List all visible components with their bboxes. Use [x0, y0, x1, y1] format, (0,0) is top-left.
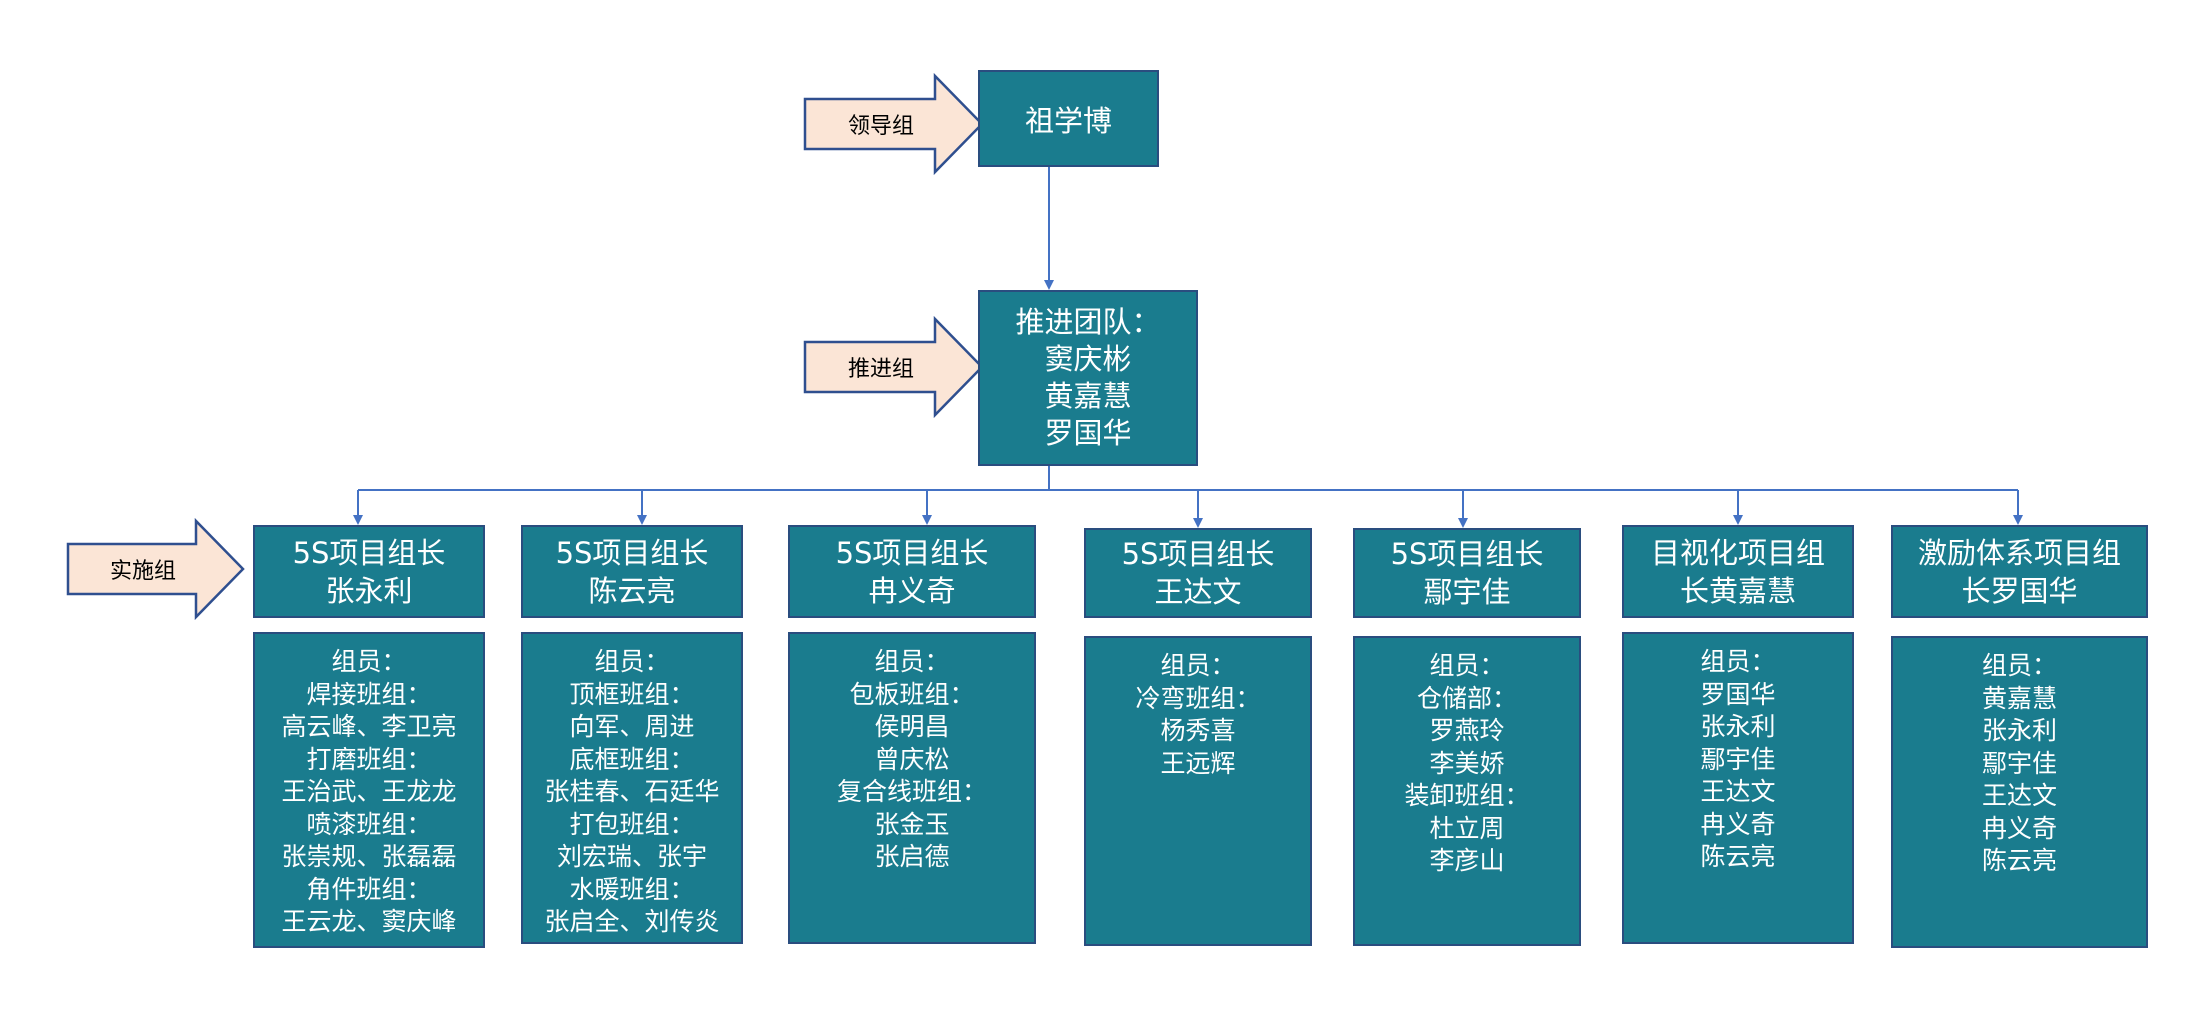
member-line: 罗国华 — [1700, 679, 1776, 709]
member-line: 喷漆班组： — [306, 809, 432, 839]
member-line: 组员： — [874, 647, 950, 676]
project-head-title: 5S项目组长 — [292, 535, 446, 570]
member-line: 组员： — [331, 647, 407, 676]
member-line: 王云龙、窦庆峰 — [281, 907, 457, 936]
member-line: 鄢宇佳 — [1700, 744, 1776, 774]
promote-member: 罗国华 — [1044, 416, 1132, 450]
member-line: 王达文 — [1700, 777, 1776, 806]
project-head-title: 5S项目组长 — [1390, 537, 1544, 571]
member-line: 杜立周 — [1429, 813, 1505, 843]
project-head-box: 5S项目组长 王达文 — [1084, 528, 1312, 618]
project-head-title: 激励体系项目组 — [1917, 535, 2121, 570]
project-head-name: 陈云亮 — [588, 573, 676, 608]
project-head-box: 目视化项目组 长黄嘉慧 — [1622, 525, 1854, 618]
member-line: 焊接班组： — [306, 679, 432, 709]
member-line: 冷弯班组： — [1135, 683, 1261, 713]
member-line: 张崇规、张磊磊 — [281, 842, 457, 871]
leader-label-arrow — [803, 72, 984, 176]
project-head-box: 5S项目组长 陈云亮 — [521, 525, 743, 618]
member-line: 打磨班组： — [306, 744, 432, 774]
project-members-box: 组员： 包板班组： 侯明昌 曾庆松 复合线班组： 张金玉 张启德 — [788, 632, 1036, 944]
member-line: 王治武、王龙龙 — [281, 777, 457, 806]
member-line: 张启德 — [874, 842, 950, 871]
project-head-name: 张永利 — [325, 573, 413, 608]
member-line: 张桂春、石廷华 — [544, 777, 720, 806]
project-head-title: 5S项目组长 — [555, 535, 709, 570]
member-line: 杨秀喜 — [1160, 716, 1236, 745]
leader-group-label: 领导组 — [848, 114, 915, 139]
project-head-name: 冉义奇 — [868, 573, 956, 608]
member-line: 王达文 — [1981, 781, 2057, 810]
member-line: 组员： — [594, 647, 670, 676]
member-line: 水暖班组： — [569, 874, 695, 904]
member-line: 包板班组： — [849, 679, 975, 709]
member-line: 装卸班组： — [1404, 781, 1530, 810]
project-head-box: 5S项目组长 张永利 — [253, 525, 485, 618]
member-line: 张启全、刘传炎 — [544, 907, 720, 936]
member-line: 组员： — [1981, 651, 2057, 680]
member-line: 打包班组： — [569, 809, 695, 839]
member-line: 底框班组： — [569, 744, 695, 774]
member-line: 组员： — [1429, 651, 1505, 680]
member-line: 角件班组： — [306, 874, 432, 904]
member-line: 鄢宇佳 — [1981, 748, 2057, 778]
member-line: 高云峰、李卫亮 — [281, 712, 457, 741]
project-head-name: 长黄嘉慧 — [1679, 573, 1796, 608]
project-members-box: 组员： 焊接班组： 高云峰、李卫亮 打磨班组： 王治武、王龙龙 喷漆班组： 张崇… — [253, 632, 485, 948]
promote-label-arrow — [803, 315, 984, 419]
leader-box: 祖学博 — [978, 70, 1159, 167]
project-head-title: 5S项目组长 — [835, 535, 989, 570]
member-line: 刘宏瑞、张宇 — [556, 842, 707, 871]
member-line: 组员： — [1700, 647, 1776, 676]
member-line: 顶框班组： — [569, 679, 695, 709]
member-line: 向军、周进 — [569, 712, 695, 741]
member-line: 冉义奇 — [1700, 809, 1776, 839]
member-line: 李彦山 — [1429, 846, 1505, 875]
implement-group-label: 实施组 — [110, 559, 177, 584]
member-line: 王远辉 — [1160, 748, 1236, 778]
project-head-name: 王达文 — [1154, 575, 1242, 609]
member-line: 仓储部： — [1416, 683, 1517, 713]
member-line: 张金玉 — [874, 809, 950, 839]
project-head-name: 鄢宇佳 — [1423, 575, 1511, 609]
project-members-box: 组员： 仓储部： 罗燕玲 李美娇 装卸班组： 杜立周 李彦山 — [1353, 636, 1581, 946]
project-members-box: 组员： 罗国华 张永利 鄢宇佳 王达文 冉义奇 陈云亮 — [1622, 632, 1854, 944]
member-line: 张永利 — [1981, 716, 2057, 745]
project-head-title: 5S项目组长 — [1121, 537, 1275, 571]
project-head-title: 目视化项目组 — [1650, 535, 1825, 570]
project-head-name: 长罗国华 — [1961, 573, 2078, 608]
member-line: 陈云亮 — [1700, 842, 1776, 871]
member-line: 罗燕玲 — [1429, 716, 1505, 745]
project-head-box: 激励体系项目组 长罗国华 — [1891, 525, 2148, 618]
member-line: 冉义奇 — [1981, 813, 2057, 843]
project-members-box: 组员： 黄嘉慧 张永利 鄢宇佳 王达文 冉义奇 陈云亮 — [1891, 636, 2148, 948]
project-head-box: 5S项目组长 鄢宇佳 — [1353, 528, 1581, 618]
promote-member: 黄嘉慧 — [1044, 379, 1132, 413]
member-line: 陈云亮 — [1981, 846, 2057, 875]
promote-team-box: 推进团队： 窦庆彬 黄嘉慧 罗国华 — [978, 290, 1198, 466]
member-line: 侯明昌 — [874, 712, 950, 741]
project-head-box: 5S项目组长 冉义奇 — [788, 525, 1036, 618]
member-line: 复合线班组： — [836, 777, 987, 806]
member-line: 组员： — [1160, 651, 1236, 680]
promote-team-title: 推进团队： — [1015, 305, 1161, 339]
project-members-box: 组员： 冷弯班组： 杨秀喜 王远辉 — [1084, 636, 1312, 946]
member-line: 张永利 — [1700, 712, 1776, 741]
project-members-box: 组员： 顶框班组： 向军、周进 底框班组： 张桂春、石廷华 打包班组： 刘宏瑞、… — [521, 632, 743, 944]
leader-name: 祖学博 — [1024, 103, 1112, 138]
member-line: 李美娇 — [1429, 748, 1505, 778]
promote-member: 窦庆彬 — [1044, 342, 1132, 376]
implement-label-arrow — [66, 517, 245, 621]
member-line: 曾庆松 — [874, 744, 950, 774]
promote-group-label: 推进组 — [848, 357, 915, 382]
member-line: 黄嘉慧 — [1981, 683, 2057, 713]
